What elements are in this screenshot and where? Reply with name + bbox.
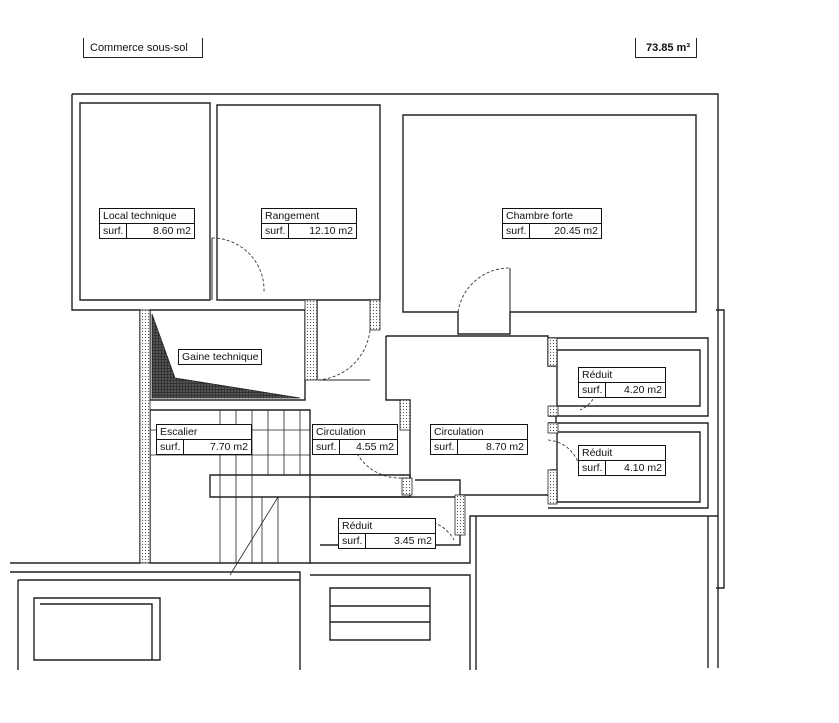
room-name: Réduit bbox=[578, 367, 666, 382]
room-area: 8.70 m2 bbox=[486, 441, 524, 453]
outer-wall-left bbox=[10, 94, 141, 564]
gaine-technique-label: Gaine technique bbox=[178, 349, 263, 365]
room-name: Chambre forte bbox=[502, 208, 602, 223]
header-title: Commerce sous-sol bbox=[90, 42, 188, 54]
gaine-fill bbox=[151, 313, 301, 399]
room-name: Rangement bbox=[261, 208, 357, 223]
room-label-local-technique: Local technique surf. 8.60 m2 bbox=[99, 208, 195, 239]
room-label-chambre-forte: Chambre forte surf. 20.45 m2 bbox=[502, 208, 602, 239]
room-area: 4.55 m2 bbox=[356, 441, 394, 453]
room-area: 4.10 m2 bbox=[624, 462, 662, 474]
rangement-wall bbox=[216, 104, 381, 301]
surf-label: surf. bbox=[503, 224, 531, 238]
header-title-box: Commerce sous-sol bbox=[83, 38, 203, 58]
inner-outline bbox=[79, 102, 211, 301]
room-label-reduit-3: Réduit surf. 3.45 m2 bbox=[338, 518, 436, 549]
surf-label: surf. bbox=[579, 461, 607, 475]
room-name: Circulation bbox=[312, 424, 398, 439]
room-name: Réduit bbox=[578, 445, 666, 460]
room-name: Escalier bbox=[156, 424, 252, 439]
outer-wall bbox=[72, 93, 719, 668]
surf-label: surf. bbox=[100, 224, 128, 238]
surf-label: surf. bbox=[579, 383, 607, 397]
room-area: 12.10 m2 bbox=[309, 225, 353, 237]
room-area: 20.45 m2 bbox=[554, 225, 598, 237]
surf-label: surf. bbox=[339, 534, 367, 548]
surf-label: surf. bbox=[157, 440, 185, 454]
room-label-rangement: Rangement surf. 12.10 m2 bbox=[261, 208, 357, 239]
header-area: 73.85 m³ bbox=[645, 42, 690, 54]
room-name: Circulation bbox=[430, 424, 528, 439]
room-label-circulation-1: Circulation surf. 4.55 m2 bbox=[312, 424, 398, 455]
room-area: 8.60 m2 bbox=[153, 225, 191, 237]
room-name: Local technique bbox=[99, 208, 195, 223]
room-name: Réduit bbox=[338, 518, 436, 533]
room-area: 3.45 m2 bbox=[394, 535, 432, 547]
room-label-reduit-1: Réduit surf. 4.20 m2 bbox=[578, 367, 666, 398]
surf-label: surf. bbox=[262, 224, 290, 238]
surf-label: surf. bbox=[431, 440, 459, 454]
room-label-escalier: Escalier surf. 7.70 m2 bbox=[156, 424, 252, 455]
room-area: 4.20 m2 bbox=[624, 384, 662, 396]
surf-label: surf. bbox=[313, 440, 341, 454]
room-label-reduit-2: Réduit surf. 4.10 m2 bbox=[578, 445, 666, 476]
room-area: 7.70 m2 bbox=[210, 441, 248, 453]
room-label-circulation-2: Circulation surf. 8.70 m2 bbox=[430, 424, 528, 455]
header-area-box: 73.85 m³ bbox=[635, 38, 697, 58]
chambre-forte-wall bbox=[402, 114, 697, 335]
